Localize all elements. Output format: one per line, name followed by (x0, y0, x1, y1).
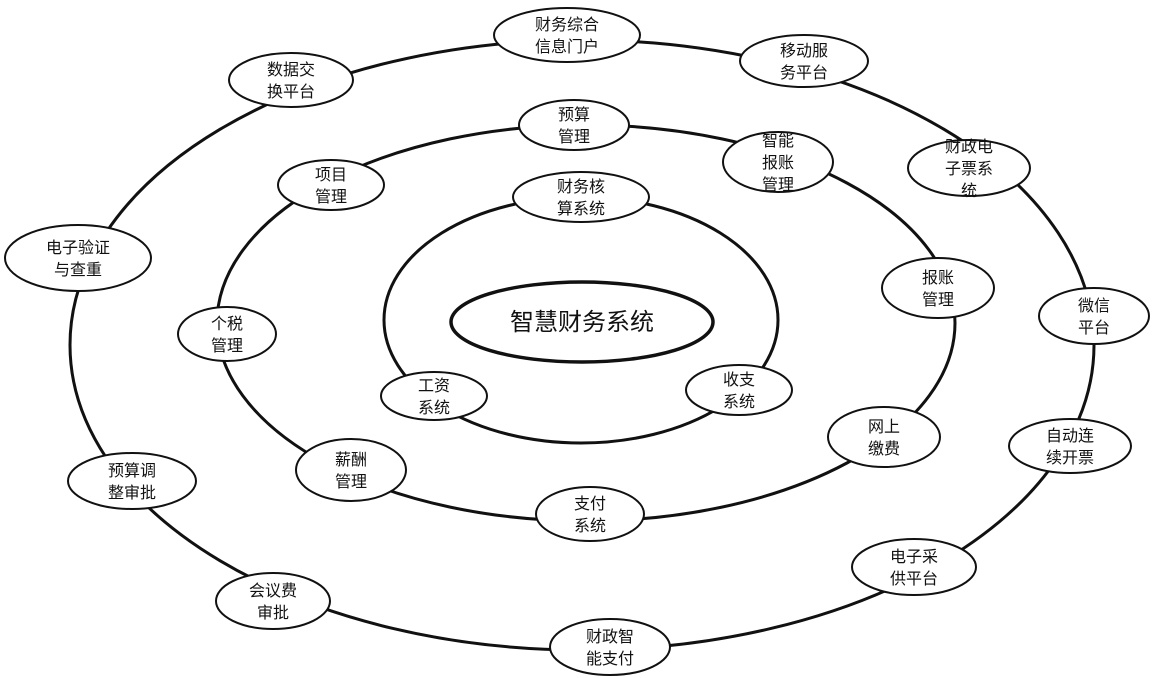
node-label-line: 系统 (723, 392, 755, 411)
node-label-line: 个税 (211, 314, 243, 333)
node-label-line: 自动连 (1046, 426, 1094, 445)
node-label-line: 会议费 (249, 581, 297, 600)
node-label-line: 子票系 (945, 159, 993, 178)
node-label-line: 电子验证 (46, 238, 110, 257)
node-shape (295, 438, 407, 502)
center-node: 智慧财务系统 (449, 280, 715, 364)
node-shape (535, 486, 645, 542)
node-label-line: 网上 (868, 417, 900, 436)
node-label-line: 审批 (257, 603, 289, 622)
center-node-shape (449, 280, 715, 364)
node-shape (907, 139, 1031, 197)
node-shape (4, 224, 152, 292)
node-label-line: 供平台 (890, 569, 938, 588)
node-shape (549, 618, 671, 676)
node-label-line: 管理 (211, 336, 243, 355)
node-label-line: 智能 (762, 131, 794, 150)
node-label-line: 财政智 (586, 627, 634, 646)
node-label-line: 管理 (558, 127, 590, 146)
node-shape (215, 572, 331, 630)
node-label-line: 换平台 (267, 82, 315, 101)
node-label-line: 续开票 (1046, 448, 1094, 467)
node-label-line: 算系统 (557, 199, 605, 218)
node-label-line: 务平台 (780, 63, 828, 82)
node-label-line: 管理 (762, 175, 794, 194)
node-shape (493, 7, 641, 63)
node-label-line: 收支 (723, 370, 755, 389)
node-label-line: 报账 (762, 153, 794, 172)
node-label-line: 电子采 (890, 547, 938, 566)
node-label-line: 数据交 (267, 60, 315, 79)
node-label-line: 支付 (574, 494, 606, 513)
node-shape (881, 257, 995, 319)
node-label-line: 统 (961, 181, 977, 200)
node-label-line: 管理 (922, 290, 954, 309)
node-shape (277, 159, 385, 211)
node-label-line: 财务核 (557, 177, 605, 196)
node-shape (1038, 287, 1150, 345)
node-shape (380, 371, 488, 421)
node-shape (177, 306, 277, 362)
node-label-line: 整审批 (108, 483, 156, 502)
node-shape (685, 364, 793, 416)
node-label-line: 缴费 (868, 439, 900, 458)
node-label-line: 预算调 (108, 461, 156, 480)
node-shape (722, 131, 834, 193)
node-label-line: 系统 (574, 516, 606, 535)
nodes-layer: 财务综合信息门户移动服务平台数据交换平台预算管理智能报账管理项目管理财务核算系统… (4, 7, 1150, 676)
node-shape (518, 99, 630, 151)
node-shape (827, 406, 941, 468)
node-label-line: 管理 (335, 472, 367, 491)
node-label-line: 管理 (315, 187, 347, 206)
node-label-line: 财政电 (945, 137, 993, 156)
node-shape (512, 171, 650, 223)
node-label-line: 项目 (315, 165, 347, 184)
node-label-line: 微信 (1078, 296, 1110, 315)
node-label-line: 移动服 (780, 41, 828, 60)
node-label-line: 报账 (922, 268, 954, 287)
node-shape (851, 538, 977, 596)
node-label-line: 信息门户 (535, 37, 599, 56)
center-node-label: 智慧财务系统 (510, 308, 654, 336)
node-shape (67, 452, 197, 510)
node-label-line: 工资 (418, 376, 450, 395)
node-label-line: 系统 (418, 398, 450, 417)
node-label-line: 薪酬 (335, 450, 367, 469)
node-label-line: 与查重 (54, 260, 102, 279)
node-shape (1008, 418, 1132, 474)
node-shape (228, 52, 354, 108)
node-label-line: 预算 (558, 105, 590, 124)
node-label-line: 平台 (1078, 318, 1110, 337)
node-shape (739, 34, 869, 88)
node-label-line: 财务综合 (535, 15, 599, 34)
node-label-line: 能支付 (586, 649, 634, 668)
